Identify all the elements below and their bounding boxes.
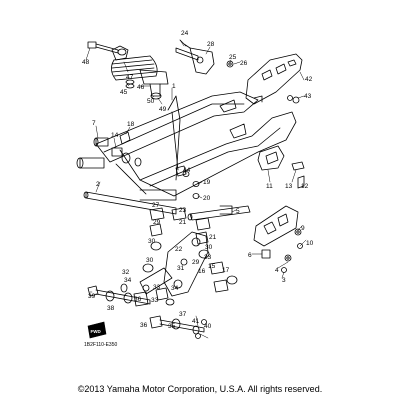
callout-4: 4 <box>275 267 279 274</box>
callout-44: 44 <box>183 167 191 174</box>
callout-7: 7 <box>92 120 96 127</box>
callout-23b: 23 <box>204 254 212 261</box>
pivot-shaft <box>83 191 177 215</box>
diagram-code: 1B2F110-E350 <box>84 342 118 348</box>
callout-50: 50 <box>147 98 155 105</box>
callout-1: 1 <box>172 83 176 90</box>
callout-3: 3 <box>282 277 286 284</box>
callout-6: 6 <box>248 252 252 259</box>
callout-20: 20 <box>203 195 211 202</box>
callout-27: 27 <box>152 202 160 209</box>
callout-21b: 21 <box>209 234 217 241</box>
callout-28: 28 <box>207 41 215 48</box>
callout-5: 5 <box>236 208 240 215</box>
callout-41: 41 <box>192 318 200 325</box>
callout-36b: 36 <box>140 322 148 329</box>
callout-38: 38 <box>107 305 115 312</box>
callouts: 24 28 25 26 48 47 46 45 50 49 1 42 43 7 … <box>82 30 314 330</box>
callout-11: 11 <box>266 183 273 190</box>
forward-direction-label: FWD <box>91 329 102 334</box>
callout-14: 14 <box>111 132 119 139</box>
bottom-bolt-assembly <box>149 315 207 339</box>
callout-42: 42 <box>305 76 313 83</box>
callout-33b: 33 <box>151 297 159 304</box>
callout-46: 46 <box>137 84 145 91</box>
callout-34: 34 <box>124 277 132 284</box>
callout-25: 25 <box>229 54 237 61</box>
rear-shock-absorber <box>87 41 169 100</box>
callout-30c: 30 <box>146 257 154 264</box>
copyright-notice: ©2013 Yamaha Motor Corporation, U.S.A. A… <box>77 384 323 394</box>
callout-17: 17 <box>222 267 230 274</box>
callout-30b: 30 <box>205 244 213 251</box>
suspension-linkage <box>120 207 238 306</box>
callout-19: 19 <box>203 179 211 186</box>
callout-35: 35 <box>168 323 176 330</box>
shock-lower-hardware <box>119 131 200 199</box>
callout-22: 22 <box>175 246 183 253</box>
callout-30a: 30 <box>148 238 156 245</box>
leader-lines <box>85 39 307 339</box>
callout-21a: 21 <box>179 219 187 226</box>
callout-40: 40 <box>204 323 212 330</box>
callout-33: 33 <box>153 284 161 291</box>
callout-48: 48 <box>82 59 90 66</box>
callout-45: 45 <box>120 89 128 96</box>
callout-12: 12 <box>301 183 309 190</box>
lower-shaft <box>187 205 251 221</box>
callout-2: 2 <box>96 181 100 188</box>
callout-9: 9 <box>301 225 305 232</box>
chain-guard-plate <box>245 53 303 105</box>
callout-10: 10 <box>306 240 314 247</box>
lower-mount-bolt <box>87 285 151 307</box>
callout-24: 24 <box>181 30 189 37</box>
callout-37: 37 <box>179 311 187 318</box>
forward-direction-badge: FWD <box>87 321 107 339</box>
callout-13: 13 <box>285 183 293 190</box>
callout-26: 26 <box>240 60 248 67</box>
callout-16: 16 <box>198 268 206 275</box>
callout-23: 23 <box>179 207 187 214</box>
callout-43: 43 <box>304 93 312 100</box>
swing-arm <box>76 91 297 201</box>
shock-bracket <box>175 39 234 75</box>
callout-47: 47 <box>126 74 134 81</box>
callout-29b: 29 <box>192 259 200 266</box>
callout-39: 39 <box>88 293 96 300</box>
callout-32: 32 <box>122 269 130 276</box>
callout-15: 15 <box>208 263 216 270</box>
pivot-collars <box>93 137 142 167</box>
callout-49: 49 <box>159 106 167 113</box>
callout-18: 18 <box>127 121 135 128</box>
callout-29: 29 <box>153 219 161 226</box>
callout-34b: 34 <box>171 285 179 292</box>
chain-tensioner-blocks <box>253 145 305 247</box>
callout-36a: 36 <box>134 296 142 303</box>
callout-31: 31 <box>177 265 185 272</box>
